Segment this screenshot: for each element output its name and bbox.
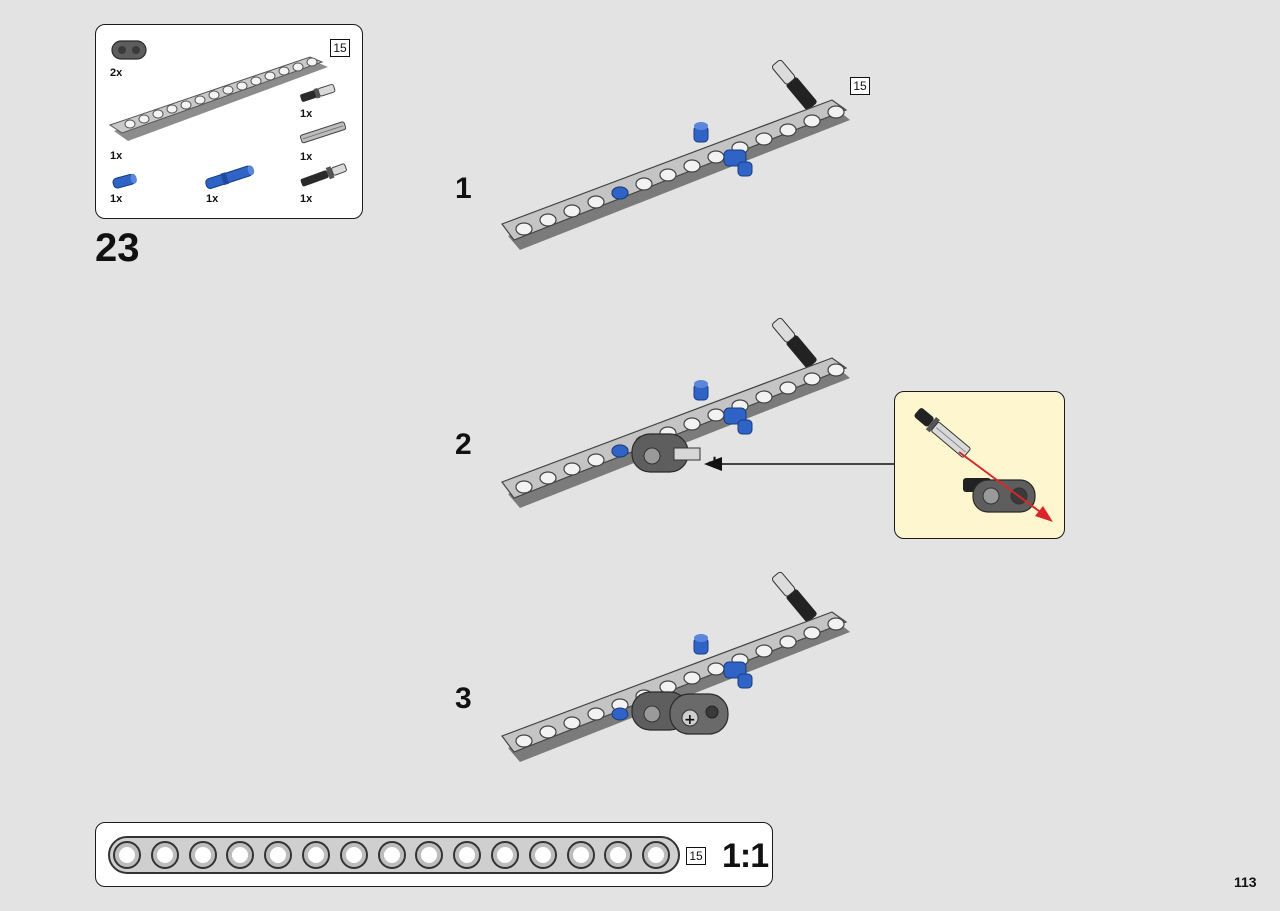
- ruler-hole: [150, 841, 179, 869]
- qty-black-long-axle-pin: 1x: [300, 193, 313, 205]
- scale-label: 1:1: [722, 837, 769, 875]
- qty-black-short-axle-pin: 1x: [300, 108, 313, 120]
- blue-pin-short-part: [112, 173, 137, 189]
- ruler-hole: [302, 841, 330, 869]
- callout-axle-part: [914, 408, 971, 458]
- ruler-hole: [264, 841, 293, 869]
- black-short-axle-pin-part: [300, 83, 336, 102]
- detail-callout: [894, 391, 1065, 539]
- step-number: 23: [95, 226, 140, 270]
- dark-gray-connector-part: [111, 40, 147, 60]
- qty-gray-beam: 1x: [110, 150, 123, 162]
- qty-dark-gray-connector: 2x: [110, 67, 123, 79]
- substep-2-number: 2: [455, 428, 472, 461]
- gray-beam-15-part: [108, 56, 328, 141]
- ruler-hole: [604, 841, 633, 869]
- qty-blue-pin-short: 1x: [110, 193, 123, 205]
- ruler-hole: [453, 841, 482, 869]
- ruler-hole: [226, 841, 255, 869]
- ruler-hole: [528, 841, 557, 869]
- substep-1-assembly: [501, 59, 850, 250]
- substep-1-size-badge: 15: [850, 77, 870, 95]
- substep-3-number: 3: [455, 682, 472, 715]
- callout-red-arrow: [958, 451, 1053, 522]
- page-number: 113: [1234, 874, 1257, 890]
- ruler-hole: [566, 841, 595, 869]
- blue-pin-long-part: [205, 165, 255, 189]
- ruler-size-badge: 15: [686, 847, 706, 865]
- parts-list-panel: 2x 15 1x 1x 1x: [95, 24, 363, 219]
- ruler-hole: [642, 841, 671, 869]
- qty-blue-pin-long: 1x: [206, 193, 219, 205]
- insert-arrow: [704, 457, 895, 471]
- substep-2-assembly: +: [501, 317, 850, 508]
- substep-3-assembly: +: [501, 571, 850, 762]
- gray-axle-part: [299, 121, 347, 144]
- substep-1-number: 1: [455, 172, 472, 205]
- ruler-panel: 15 1:1: [95, 822, 773, 887]
- beam-size-badge: 15: [330, 39, 350, 57]
- ruler-hole: [113, 841, 141, 869]
- ruler-hole: [188, 841, 217, 869]
- ruler-hole: [415, 841, 444, 869]
- ruler-hole: [377, 841, 406, 869]
- qty-gray-axle: 1x: [300, 151, 313, 163]
- ruler-hole: [339, 841, 368, 869]
- black-long-axle-pin-part: [300, 163, 347, 187]
- svg-text:+: +: [684, 712, 696, 728]
- ruler-hole: [491, 841, 519, 869]
